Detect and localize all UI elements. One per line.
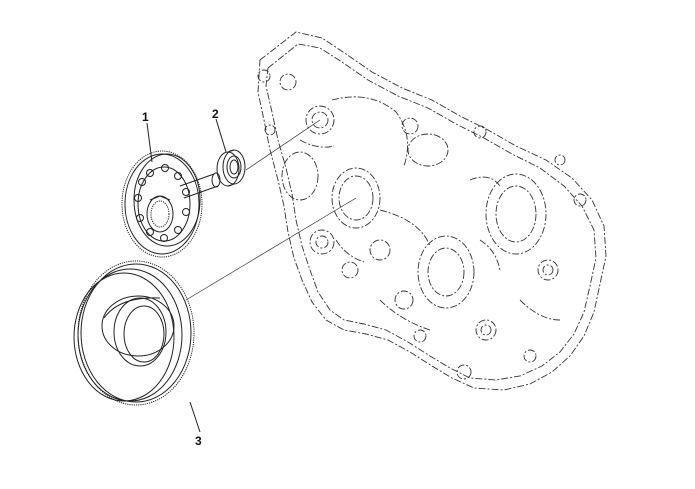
alignment-line-driven-gear bbox=[185, 197, 357, 301]
alignment-line-bearing bbox=[245, 119, 321, 171]
callout-3-label: 3 bbox=[195, 434, 202, 448]
shaft-bore-upper bbox=[305, 105, 335, 135]
starter-driven-gear bbox=[73, 260, 195, 406]
callout-leaders bbox=[146, 118, 227, 433]
callout-1-label: 1 bbox=[142, 110, 149, 124]
starter-idler-gear bbox=[121, 150, 221, 258]
callout-2-label: 2 bbox=[212, 107, 219, 121]
gear-holes bbox=[134, 164, 190, 242]
shaft-bore-main bbox=[331, 167, 381, 229]
leader-line-1 bbox=[146, 122, 153, 163]
assembly-lines bbox=[185, 119, 357, 301]
leader-line-2 bbox=[215, 118, 227, 153]
leader-line-3 bbox=[189, 401, 201, 433]
crankcase bbox=[257, 31, 607, 391]
bearing bbox=[216, 149, 246, 187]
